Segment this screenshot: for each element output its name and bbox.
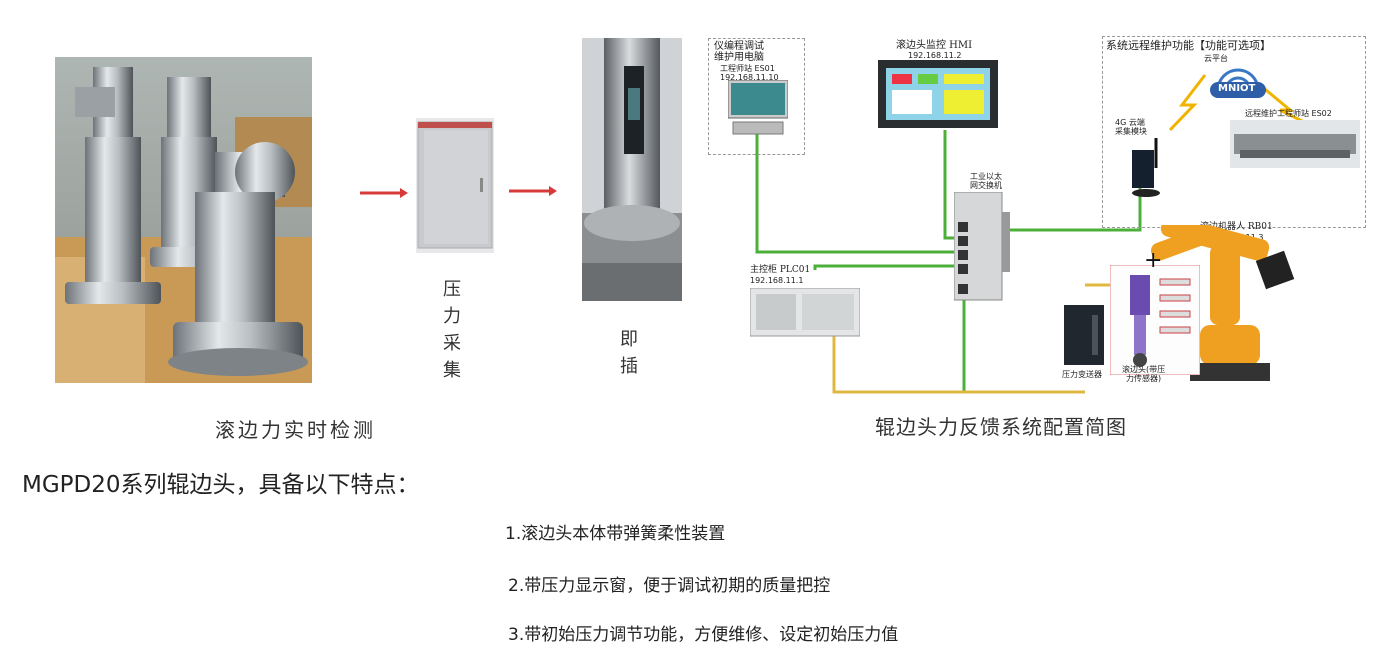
- station1-name: 工程师站 ES01: [720, 64, 775, 73]
- robot-title: 滚边机器人 RB01: [1200, 222, 1273, 232]
- plc-ip: 192.168.11.1: [750, 276, 804, 285]
- transmitter-label: 压力变送器: [1062, 370, 1102, 379]
- plug-in-label: 即插: [620, 329, 638, 377]
- roller-head-sensor-image: [1109, 264, 1201, 379]
- diagram-caption: 辊边头力反馈系统配置简图: [875, 415, 1127, 439]
- feature-item: 3.带初始压力调节功能，方便维修、设定初始压力值: [508, 625, 899, 645]
- module-label2: 采集模块: [1115, 127, 1147, 136]
- remote-box: [1102, 36, 1366, 228]
- hmi-title: 滚边头监控 HMI: [896, 40, 973, 51]
- ethernet-switch-image: [953, 191, 1014, 308]
- system-config-diagram: 仪编程调试 维护用电脑 工程师站 ES01 192.168.11.10 滚边头监…: [700, 30, 1375, 410]
- hmi-panel-image: [878, 60, 998, 132]
- switch-label1: 工业以太: [970, 172, 1002, 181]
- arrow-right-icon: [360, 183, 408, 202]
- plug-in-photo: [582, 38, 682, 301]
- switch-label2: 网交换机: [970, 181, 1002, 190]
- feature-item: 2.带压力显示窗，便于调试初期的质量把控: [508, 576, 831, 596]
- cloud-brand: MNIOT: [1218, 83, 1256, 94]
- arrow-right-icon: [509, 181, 557, 200]
- plc-image: [749, 287, 861, 342]
- cloud-logo: [1206, 60, 1270, 104]
- head-label1: 滚边头(带压: [1122, 365, 1166, 374]
- remote-station-label: 远程维护工程师站 ES02: [1245, 109, 1332, 118]
- features-heading: MGPD20系列辊边头，具备以下特点：: [22, 472, 420, 498]
- feature-item: 1.滚边头本体带弹簧柔性装置: [505, 524, 726, 544]
- plc-title: 主控柜 PLC01: [750, 265, 811, 275]
- remote-title: 系统远程维护功能【功能可选项】: [1106, 39, 1271, 52]
- roller-head-photo: [55, 57, 312, 383]
- station1-box: [708, 38, 805, 155]
- pressure-collect-label: 压力采集: [443, 279, 461, 381]
- pressure-cabinet-image: [416, 118, 494, 257]
- realtime-detection-caption: 滚边力实时检测: [215, 418, 376, 442]
- robot-image: [1140, 214, 1310, 389]
- remote-station-image: [1230, 120, 1360, 172]
- plus-icon: +: [1144, 248, 1163, 273]
- pressure-transmitter-image: [1064, 305, 1106, 371]
- hmi-ip: 192.168.11.2: [908, 51, 962, 60]
- cloud-label: 云平台: [1204, 54, 1228, 63]
- station1-title2: 维护用电脑: [714, 52, 764, 63]
- station1-title: 仪编程调试: [714, 41, 764, 52]
- 4g-module-image: [1128, 138, 1164, 202]
- head-label2: 力传感器): [1126, 374, 1162, 383]
- station1-ip: 192.168.11.10: [720, 73, 779, 82]
- module-label1: 4G 云端: [1115, 118, 1145, 127]
